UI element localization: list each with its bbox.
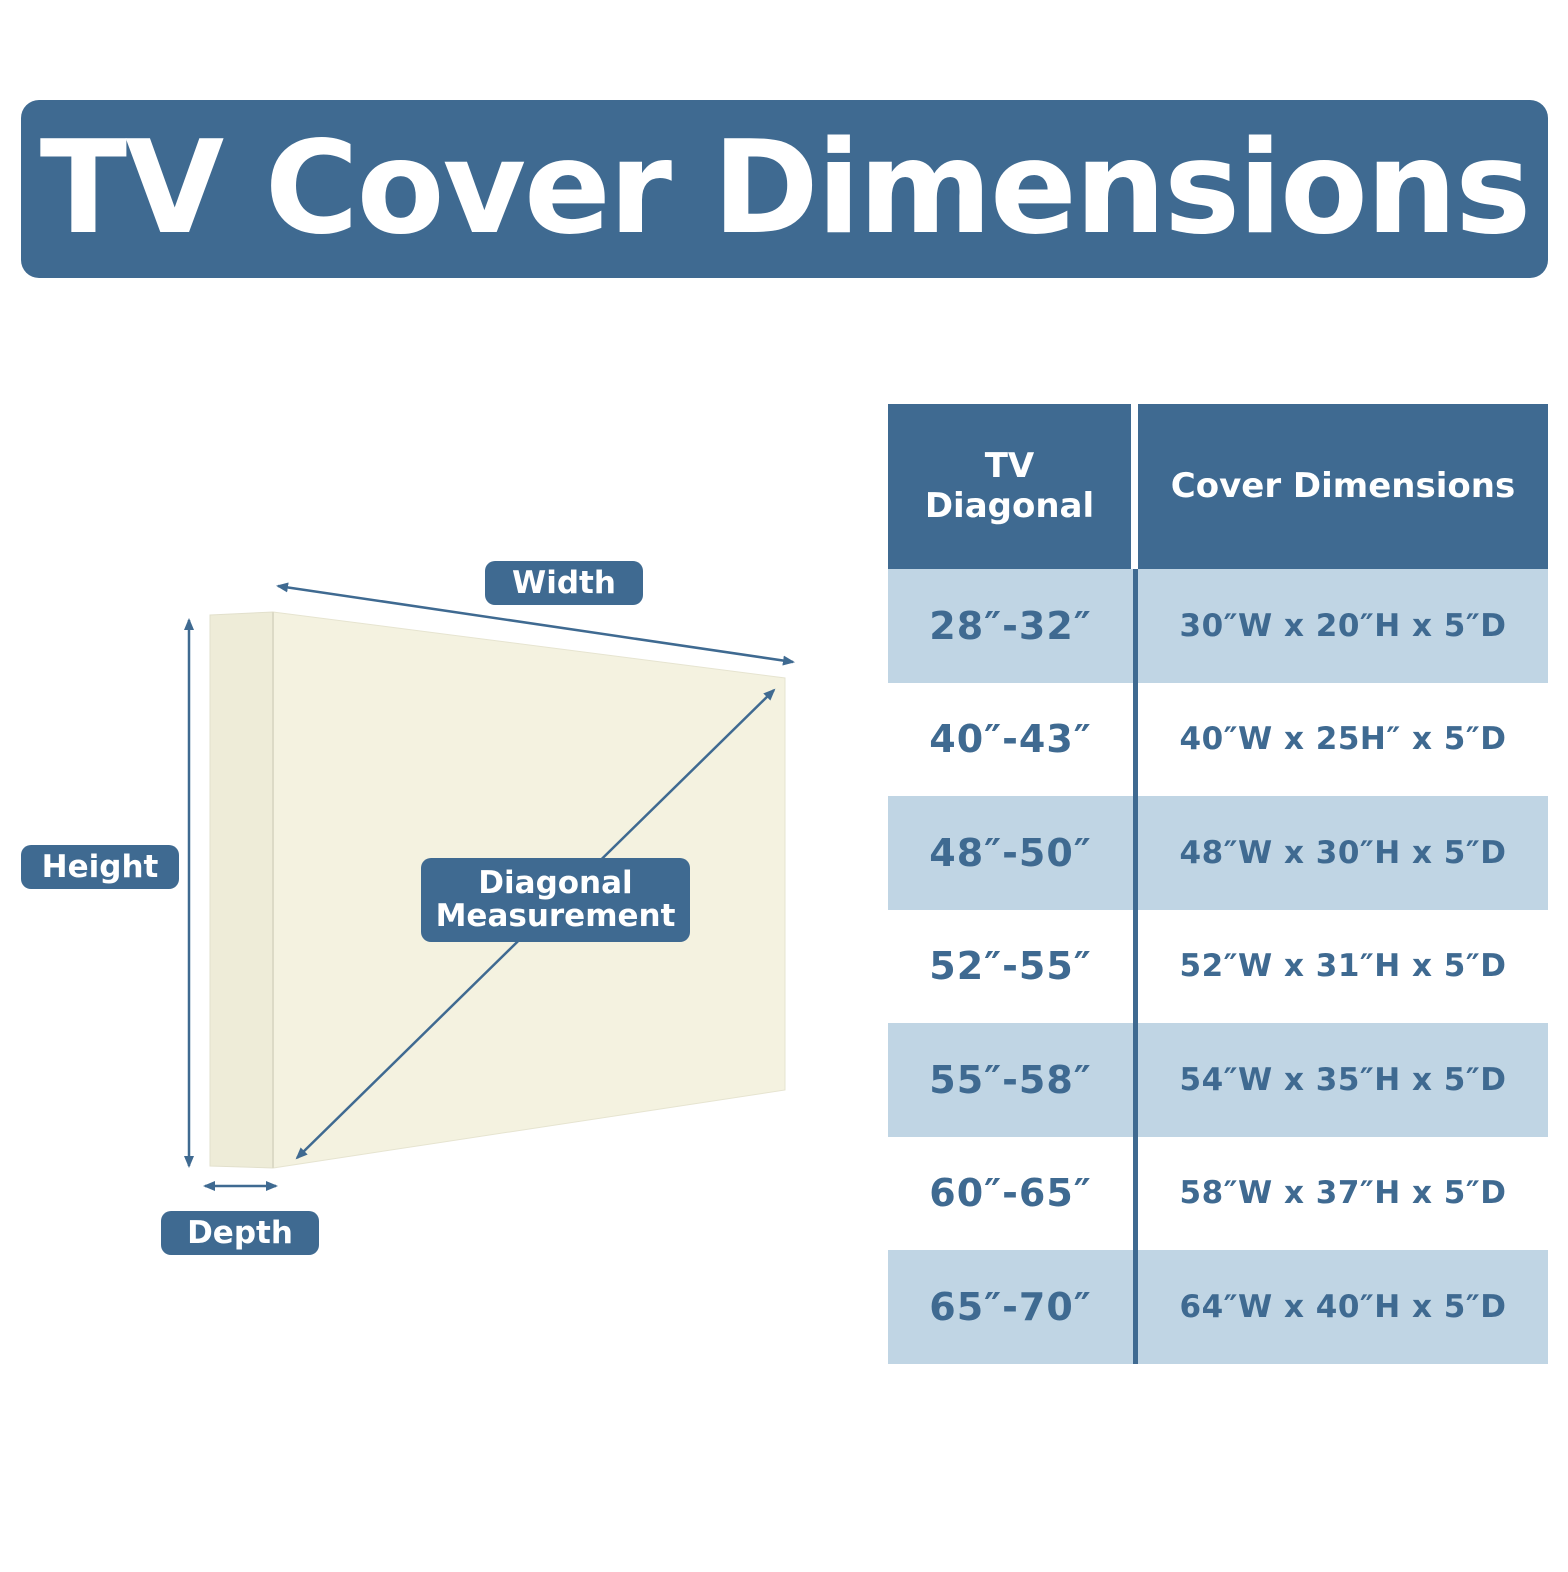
table-row: 55″-58″ 54″W x 35″H x 5″D [888, 1023, 1548, 1137]
header-tv-diagonal: TV Diagonal [888, 404, 1131, 569]
row-diagonal: 52″-55″ [929, 944, 1092, 989]
row-cover-dimensions: 52″W x 31″H x 5″D [1179, 948, 1507, 985]
column-divider [1133, 1136, 1138, 1250]
column-divider [1133, 682, 1138, 796]
row-cover-dimensions: 58″W x 37″H x 5″D [1179, 1175, 1507, 1212]
header-divider [1131, 404, 1138, 569]
row-diagonal: 65″-70″ [888, 1250, 1133, 1364]
row-diagonal: 28″-32″ [888, 569, 1133, 683]
row-diagonal: 60″-65″ [929, 1171, 1092, 1216]
diagonal-label-line1: Diagonal [478, 865, 633, 902]
column-divider [1133, 1250, 1138, 1364]
table-header: TV Diagonal Cover Dimensions [888, 404, 1548, 569]
row-cover-dimensions: 40″W x 25H″ x 5″D [1179, 721, 1507, 758]
table-row: 40″-43″ 40″W x 25H″ x 5″D [888, 682, 1548, 796]
header-diag-line2: Diagonal [924, 485, 1095, 526]
tv-cover-diagram: Width Height Depth Diagonal Measurement [21, 561, 795, 1255]
row-diagonal: 40″-43″ [929, 717, 1092, 762]
row-cover-dimensions: 30″W x 20″H x 5″D [1138, 569, 1548, 683]
tv-cover-illustration [184, 582, 795, 1191]
column-divider [1133, 796, 1138, 910]
table-row: 52″-55″ 52″W x 31″H x 5″D [888, 909, 1548, 1023]
cover-side-panel [209, 611, 274, 1169]
row-diagonal: 55″-58″ [888, 1023, 1133, 1137]
column-divider [1133, 569, 1138, 683]
header-diag-line1: TV [984, 446, 1035, 487]
table-row: 48″-50″ 48″W x 30″H x 5″D [888, 796, 1548, 910]
row-diagonal: 48″-50″ [888, 796, 1133, 910]
width-label: Width [485, 561, 643, 605]
row-cover-dimensions: 64″W x 40″H x 5″D [1138, 1250, 1548, 1364]
page-title: TV Cover Dimensions [39, 114, 1531, 263]
column-divider [1133, 909, 1138, 1023]
diagonal-measurement-label: Diagonal Measurement [421, 858, 690, 942]
row-cover-dimensions: 48″W x 30″H x 5″D [1138, 796, 1548, 910]
header-cover-dimensions: Cover Dimensions [1138, 404, 1548, 569]
diagonal-label-line2: Measurement [435, 898, 676, 934]
table-row: 65″-70″ 64″W x 40″H x 5″D [888, 1250, 1548, 1364]
height-label: Height [21, 845, 179, 889]
table-row: 28″-32″ 30″W x 20″H x 5″D [888, 569, 1548, 683]
width-arrow [276, 582, 795, 666]
column-divider [1133, 1023, 1138, 1137]
title-banner: TV Cover Dimensions [21, 100, 1548, 278]
size-table: TV Diagonal Cover Dimensions 28″-32″ 30″… [888, 404, 1548, 1364]
depth-label: Depth [161, 1211, 319, 1255]
table-row: 60″-65″ 58″W x 37″H x 5″D [888, 1136, 1548, 1250]
row-cover-dimensions: 54″W x 35″H x 5″D [1138, 1023, 1548, 1137]
